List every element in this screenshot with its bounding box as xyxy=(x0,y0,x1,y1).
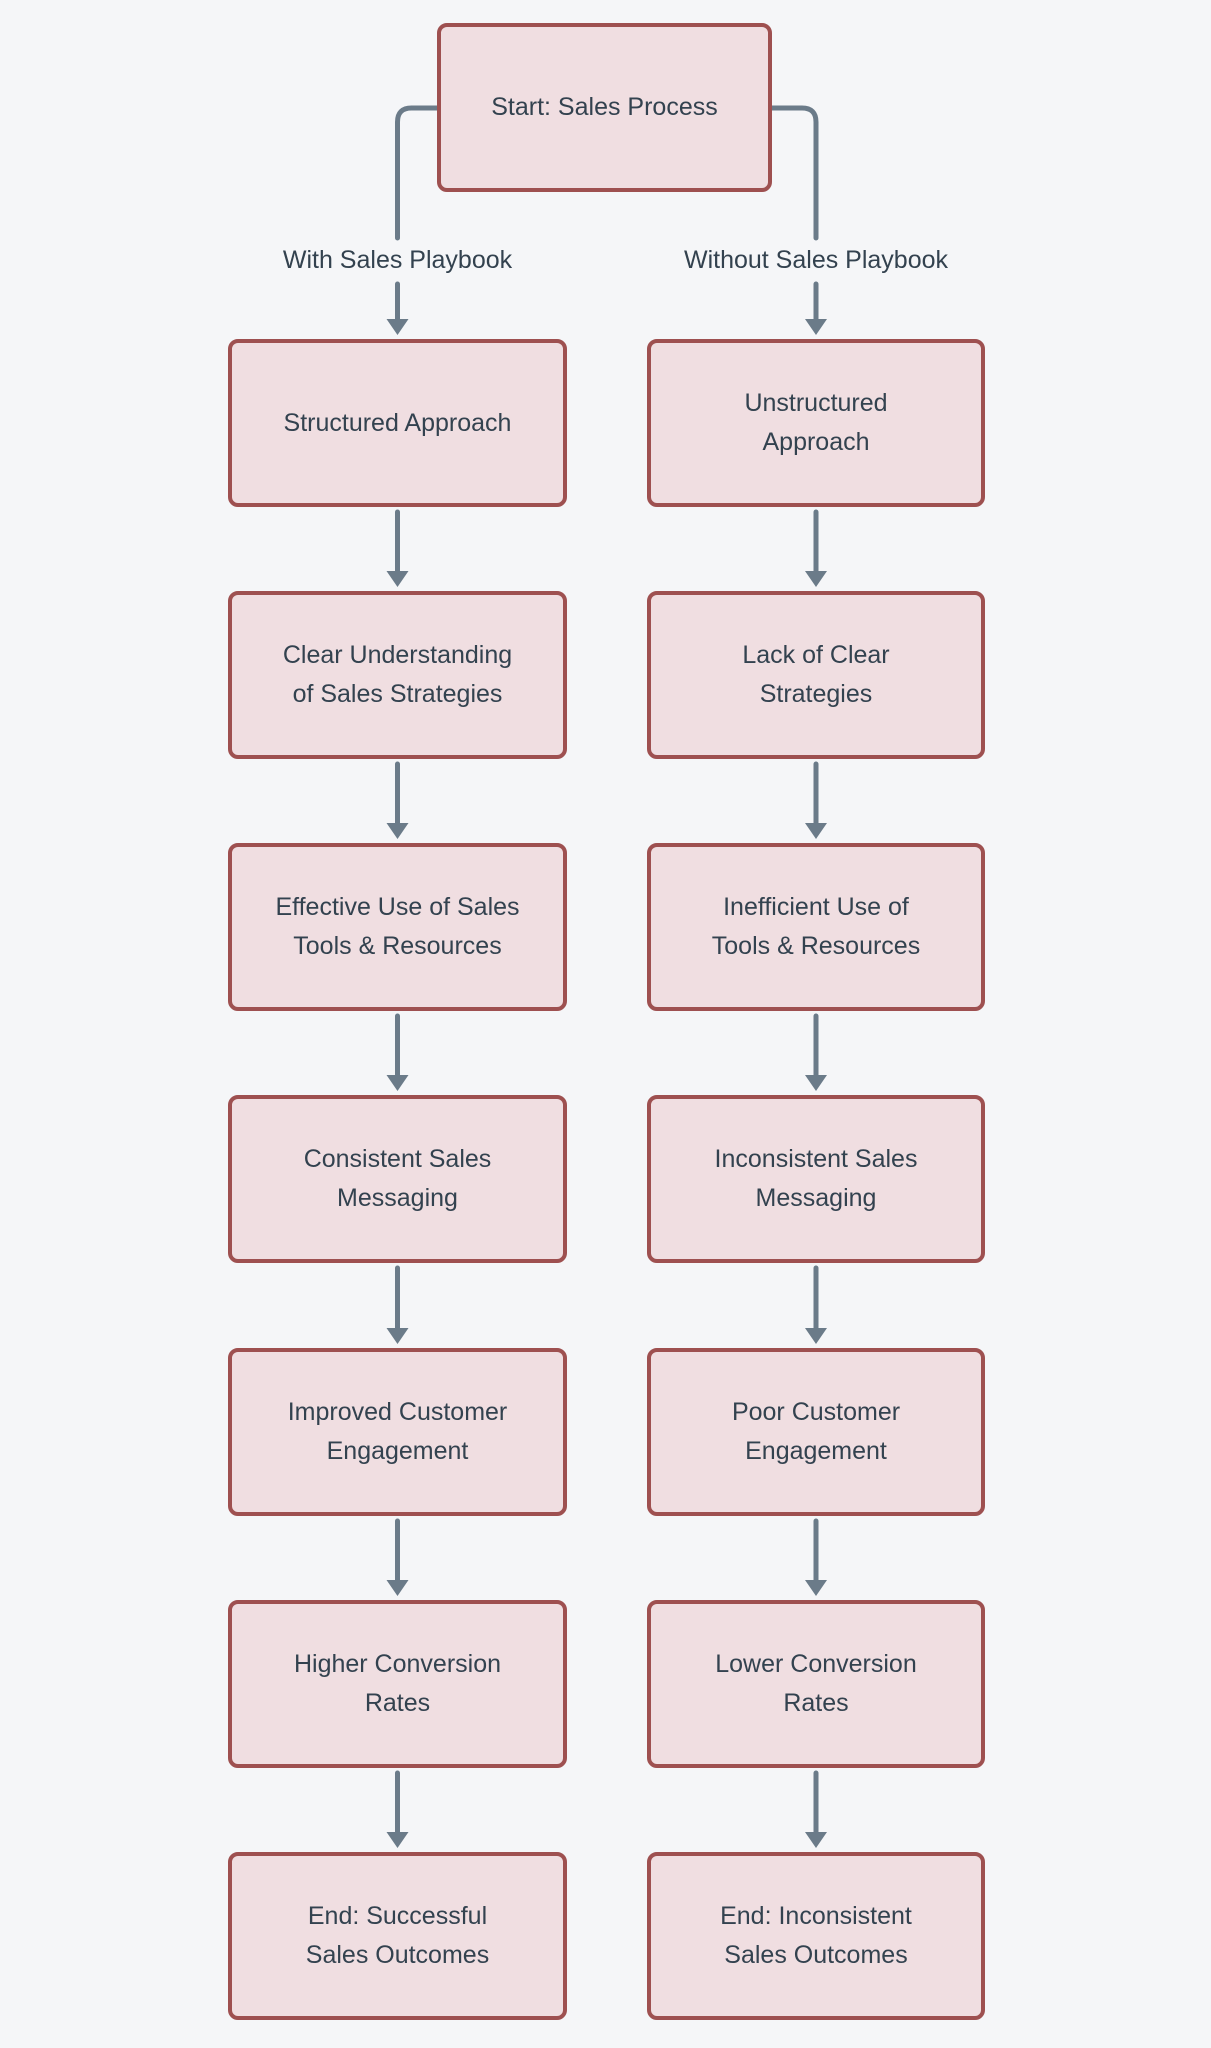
node-inconsistent-messaging: Inconsistent Sales Messaging xyxy=(647,1095,985,1263)
node-start: Start: Sales Process xyxy=(437,23,772,192)
node-clear-understanding: Clear Understanding of Sales Strategies xyxy=(228,591,567,759)
edge-label-with-sales-playbook: With Sales Playbook xyxy=(282,246,513,274)
node-lack-of-clear-strategies: Lack of Clear Strategies xyxy=(647,591,985,759)
edge-start-to-left-branch xyxy=(395,105,440,241)
node-lower-conversion: Lower Conversion Rates xyxy=(647,1600,985,1768)
node-inefficient-use-of-tools: Inefficient Use of Tools & Resources xyxy=(647,843,985,1011)
edge-start-to-right-branch xyxy=(769,105,819,241)
node-end-inconsistent: End: Inconsistent Sales Outcomes xyxy=(647,1852,985,2020)
node-consistent-messaging: Consistent Sales Messaging xyxy=(228,1095,567,1263)
node-structured-approach: Structured Approach xyxy=(228,339,567,507)
node-effective-use-of-tools: Effective Use of Sales Tools & Resources xyxy=(228,843,567,1011)
node-unstructured-approach: Unstructured Approach xyxy=(647,339,985,507)
node-poor-engagement: Poor Customer Engagement xyxy=(647,1348,985,1516)
node-improved-engagement: Improved Customer Engagement xyxy=(228,1348,567,1516)
node-higher-conversion: Higher Conversion Rates xyxy=(228,1600,567,1768)
edge-label-without-sales-playbook: Without Sales Playbook xyxy=(683,246,949,274)
node-end-successful: End: Successful Sales Outcomes xyxy=(228,1852,567,2020)
